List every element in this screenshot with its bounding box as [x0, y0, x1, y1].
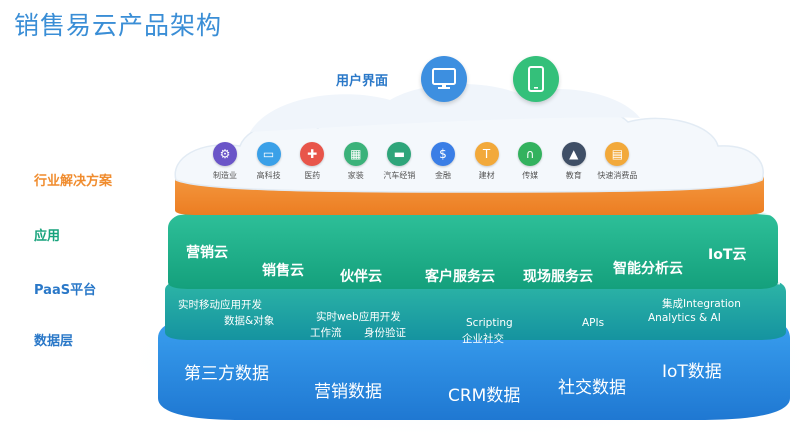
paas-scripting: Scripting	[466, 317, 513, 329]
industry-item: ▭ 高科技	[239, 142, 299, 181]
page-title: 销售易云产品架构	[14, 11, 223, 40]
headset-icon: ∩	[518, 142, 543, 166]
graduation-cap-icon: ▲	[561, 142, 586, 166]
app-partner-cloud: 伙伴云	[340, 269, 382, 285]
industry-label: 建材	[478, 171, 495, 180]
paas-web-dev: 实时web应用开发	[316, 311, 401, 323]
industry-label: 教育	[565, 171, 582, 180]
industry-item: ∩ 传媒	[500, 142, 560, 181]
industry-label: 医药	[304, 171, 321, 180]
industry-label: 金融	[435, 171, 451, 180]
data-social: 社交数据	[558, 378, 626, 398]
industry-item: T 建材	[457, 142, 517, 181]
application-layer-band	[168, 210, 778, 289]
layer-label-paas: PaaS平台	[34, 283, 97, 298]
medical-kit-icon: ✚	[300, 142, 325, 166]
industry-label: 家装	[347, 171, 364, 180]
data-iot: IoT数据	[662, 362, 722, 382]
data-crm: CRM数据	[448, 386, 521, 406]
industry-item: $ 金融	[413, 142, 473, 181]
layer-label-data: 数据层	[34, 334, 74, 349]
industry-label: 制造业	[213, 171, 237, 180]
desktop-monitor-icon	[432, 68, 456, 89]
app-iot-cloud: IoT云	[708, 247, 747, 263]
paas-mobile-dev: 实时移动应用开发	[178, 299, 262, 311]
industry-item: ▲ 教育	[544, 142, 604, 181]
layer-label-application: 应用	[34, 229, 61, 244]
paas-enterprise-social: 企业社交	[462, 333, 504, 345]
dollar-icon: $	[431, 142, 455, 166]
industry-item: ▬ 汽车经销	[369, 142, 429, 181]
paas-data-objects: 数据&对象	[224, 315, 275, 327]
building-icon: ▦	[343, 142, 368, 166]
data-layer-band	[158, 318, 790, 420]
gear-icon: ⚙	[213, 142, 237, 166]
app-sales-cloud: 销售云	[262, 263, 304, 279]
user-interface-label: 用户界面	[336, 74, 389, 89]
industry-label: 传媒	[522, 171, 539, 180]
tool-icon: T	[474, 142, 499, 166]
paas-analytics-ai: Analytics & AI	[648, 312, 721, 324]
app-marketing-cloud: 营销云	[186, 245, 228, 261]
paas-workflow: 工作流	[310, 327, 342, 339]
app-customer-service-cloud: 客户服务云	[425, 269, 495, 285]
industry-item: ▤ 快速消费品	[587, 142, 647, 181]
car-icon: ▬	[387, 142, 412, 166]
industry-label: 快速消费品	[597, 171, 638, 180]
paas-layer-band	[165, 280, 786, 340]
paas-identity-verification: 身份验证	[364, 327, 406, 339]
monitor-icon: ▭	[256, 142, 281, 166]
paas-integration: 集成Integration	[662, 298, 741, 310]
paas-apis: APIs	[582, 317, 605, 329]
data-third-party: 第三方数据	[184, 364, 269, 384]
industry-label: 汽车经销	[383, 171, 416, 180]
shopping-bag-icon: ▤	[605, 142, 630, 166]
device-mobile	[513, 56, 559, 102]
data-marketing: 营销数据	[314, 382, 382, 402]
industry-item: ⚙ 制造业	[195, 142, 255, 181]
layer-label-industry: 行业解决方案	[34, 174, 113, 189]
device-desktop	[421, 56, 467, 102]
app-analytics-cloud: 智能分析云	[613, 261, 683, 277]
industry-item: ✚ 医药	[282, 142, 342, 181]
industry-item: ▦ 家装	[326, 142, 386, 181]
industry-label: 高科技	[256, 171, 281, 180]
mobile-phone-icon	[528, 66, 544, 92]
app-field-service-cloud: 现场服务云	[523, 269, 593, 285]
